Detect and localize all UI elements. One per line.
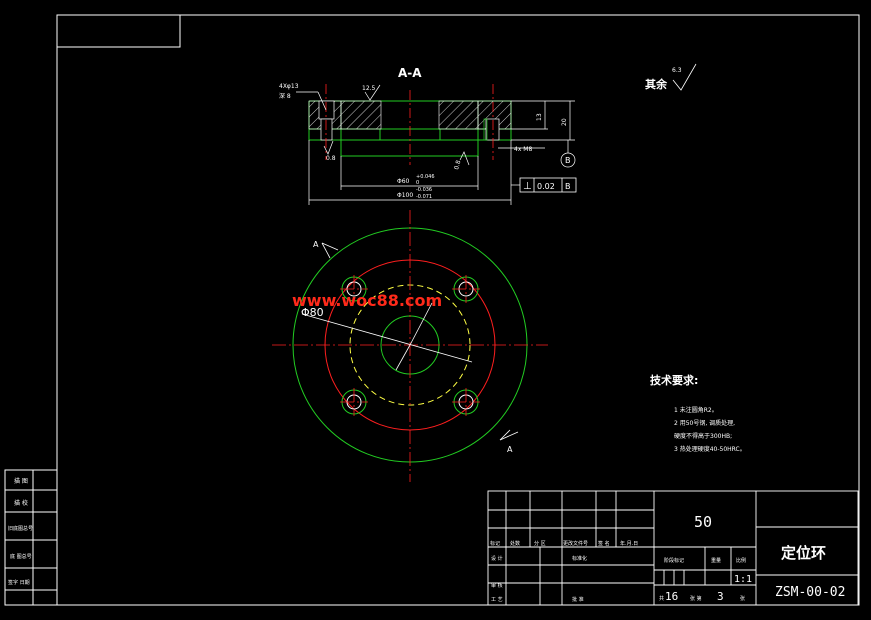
roughness-left: 0.8 (326, 155, 336, 162)
scale: 1:1 (734, 574, 752, 585)
stage-label: 阶段标记 (664, 557, 684, 564)
col-label-date: 年.月.日 (620, 540, 638, 547)
dim-phi60-tol-upper: +0.046 (416, 174, 435, 180)
col-label-zone: 分 区 (534, 540, 546, 547)
tolerance-datum: B (565, 182, 571, 191)
cut-label-bottom: A (507, 445, 513, 454)
sheet-number: 3 (717, 590, 724, 603)
watermark: www.woc88.com (292, 291, 442, 310)
tech-note-4: 3 热处理硬度40-50HRC。 (674, 445, 746, 453)
dim-phi80: Φ80 (301, 306, 324, 319)
col-label-sign: 签 名 (598, 540, 610, 547)
row-label-process: 工 艺 (491, 597, 503, 603)
col-label-mark: 标记 (490, 540, 500, 547)
remaining-roughness-label: 其余 (645, 77, 668, 91)
title-block (487, 490, 859, 606)
section-title: A-A (398, 66, 422, 80)
part-name: 定位环 (781, 544, 826, 562)
plan-view (272, 210, 548, 482)
row-label-design: 设 计 (491, 555, 503, 562)
ratio-label: 比例 (736, 557, 746, 564)
roughness-symbol (672, 63, 697, 91)
side-table-label-3: 旧底图总号 (8, 525, 33, 532)
material: 50 (694, 513, 712, 531)
dim-20: 20 (561, 118, 568, 126)
remaining-roughness-value: 6.3 (672, 67, 682, 74)
sheet-suffix: 张 (740, 595, 745, 602)
tolerance-value: 0.02 (537, 182, 555, 191)
datum-b-label: B (565, 156, 571, 165)
corner-box (56, 14, 181, 48)
sheet-total: 16 (665, 590, 678, 603)
hole-spec-line2: 深 8 (279, 92, 291, 100)
cut-label-top: A (313, 240, 319, 249)
col-label-change: 更改文件号 (563, 540, 588, 547)
drawing-number: ZSM-00-02 (775, 585, 845, 600)
side-table (4, 469, 58, 606)
sheet-total-prefix: 共 (659, 595, 664, 602)
thread-note: 4x M8 (514, 146, 532, 153)
roughness-right: 0.8 (453, 159, 462, 170)
side-table-label-4: 底 图总号 (10, 553, 32, 560)
approve-label: 批 准 (572, 596, 584, 603)
dim-phi100-tol-lower: -0.071 (416, 194, 432, 200)
dim-phi100: Φ100 (397, 192, 413, 199)
side-table-label-1: 描 图 (14, 477, 28, 485)
dim-13: 13 (536, 113, 543, 121)
tech-note-2: 2 用50号钢, 调质处理, (674, 419, 735, 427)
tolerance-symbol: ⊥ (523, 181, 532, 192)
side-table-label-5: 签字 日期 (8, 579, 30, 586)
tech-note-3: 硬度不得高于300HB; (674, 432, 732, 440)
dim-phi60: Φ60 (397, 178, 410, 185)
row-label-review: 审 核 (491, 582, 503, 589)
std-label: 标准化 (572, 555, 587, 562)
side-table-label-2: 描 校 (14, 499, 28, 507)
sheet-no-label: 张 第 (690, 595, 702, 602)
roughness-top: 12.5 (362, 85, 376, 92)
dim-phi100-tol-upper: -0.036 (416, 187, 432, 193)
dim-phi60-tol-lower: 0 (416, 180, 419, 186)
tech-title: 技术要求: (650, 373, 698, 387)
weight-label: 重量 (711, 557, 721, 564)
col-label-count: 处数 (510, 540, 520, 547)
drawing-frame (56, 14, 860, 606)
section-view (296, 84, 577, 205)
tech-note-1: 1 未注圆角R2。 (674, 406, 718, 414)
hole-spec-line1: 4Xφ13 (279, 83, 299, 90)
